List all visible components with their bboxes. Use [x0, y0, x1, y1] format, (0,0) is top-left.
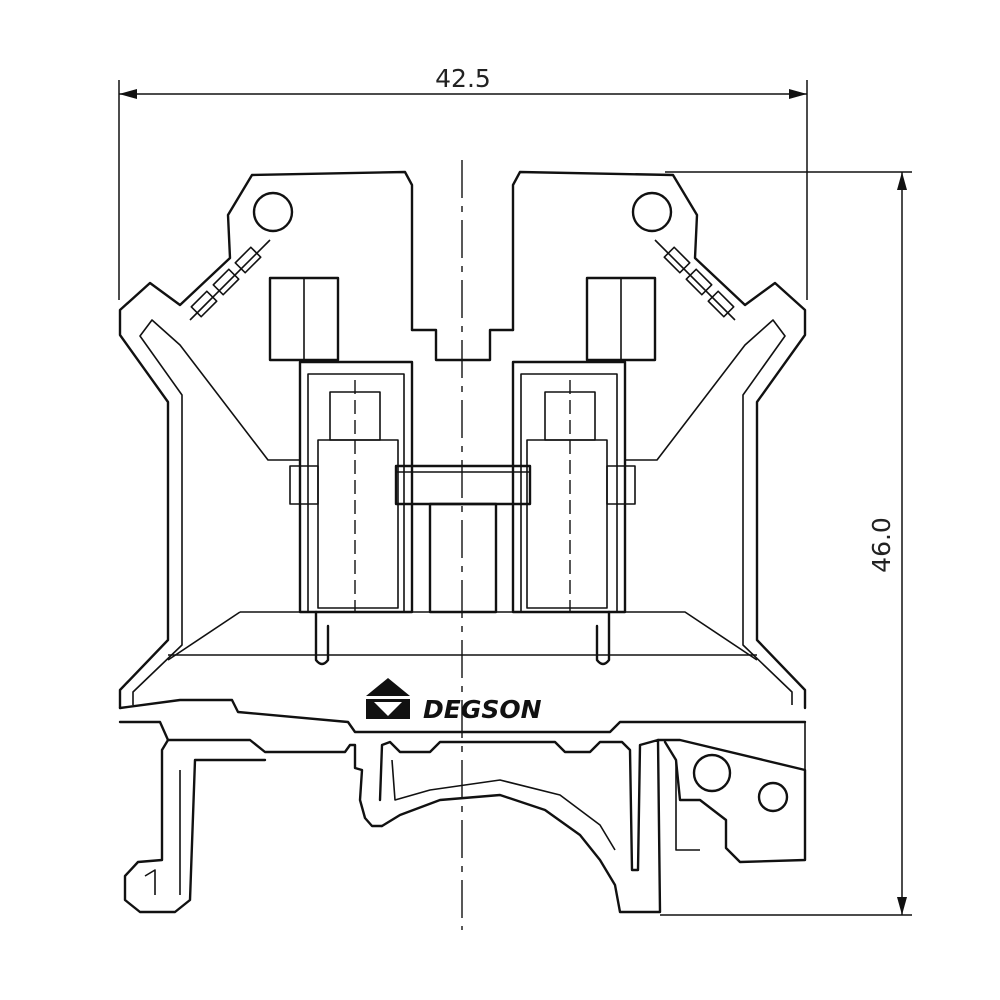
right-wire-teeth: [654, 239, 736, 321]
right-mounting-hole: [631, 191, 673, 233]
left-clamp: [289, 360, 414, 614]
brand-name: DEGSON: [423, 695, 542, 724]
brand-logo: [366, 678, 410, 719]
height-dimension: 46.0: [660, 171, 912, 916]
width-dimension: 42.5: [118, 64, 808, 300]
right-clamp: [511, 360, 636, 614]
height-dimension-label: 46.0: [867, 517, 896, 573]
left-mounting-hole: [252, 191, 294, 233]
foot-hole-large: [692, 753, 732, 793]
width-dimension-label: 42.5: [435, 64, 491, 93]
housing-outline: [118, 170, 807, 734]
current-bar: [394, 464, 532, 614]
foot-hole-small: [757, 781, 789, 813]
support-legs: [314, 610, 611, 666]
right-screw-head: [585, 276, 657, 362]
din-rail-foot: [118, 720, 807, 914]
left-wire-teeth: [189, 239, 271, 321]
left-screw-head: [268, 276, 340, 362]
